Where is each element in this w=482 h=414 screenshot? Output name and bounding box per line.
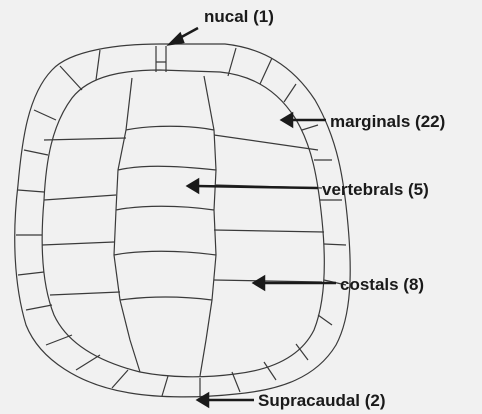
nucal-label: nucal (1) (204, 8, 274, 25)
marginals-label: marginals (22) (330, 113, 445, 130)
supracaudal-label: Supracaudal (2) (258, 392, 386, 409)
marginal-dividers (16, 48, 346, 396)
marginals-arrow (282, 114, 326, 126)
nucal-scute (156, 46, 166, 72)
marginal-inner-ring (42, 70, 324, 377)
vertebrals-label: vertebrals (5) (322, 181, 429, 198)
vertebrals-arrow (188, 180, 318, 192)
supracaudal-arrow (198, 394, 254, 406)
nucal-arrow (170, 28, 198, 44)
costal-scutes (42, 135, 324, 295)
carapace-outline (15, 44, 350, 397)
costals-label: costals (8) (340, 276, 424, 293)
vertebral-scutes (114, 76, 216, 376)
